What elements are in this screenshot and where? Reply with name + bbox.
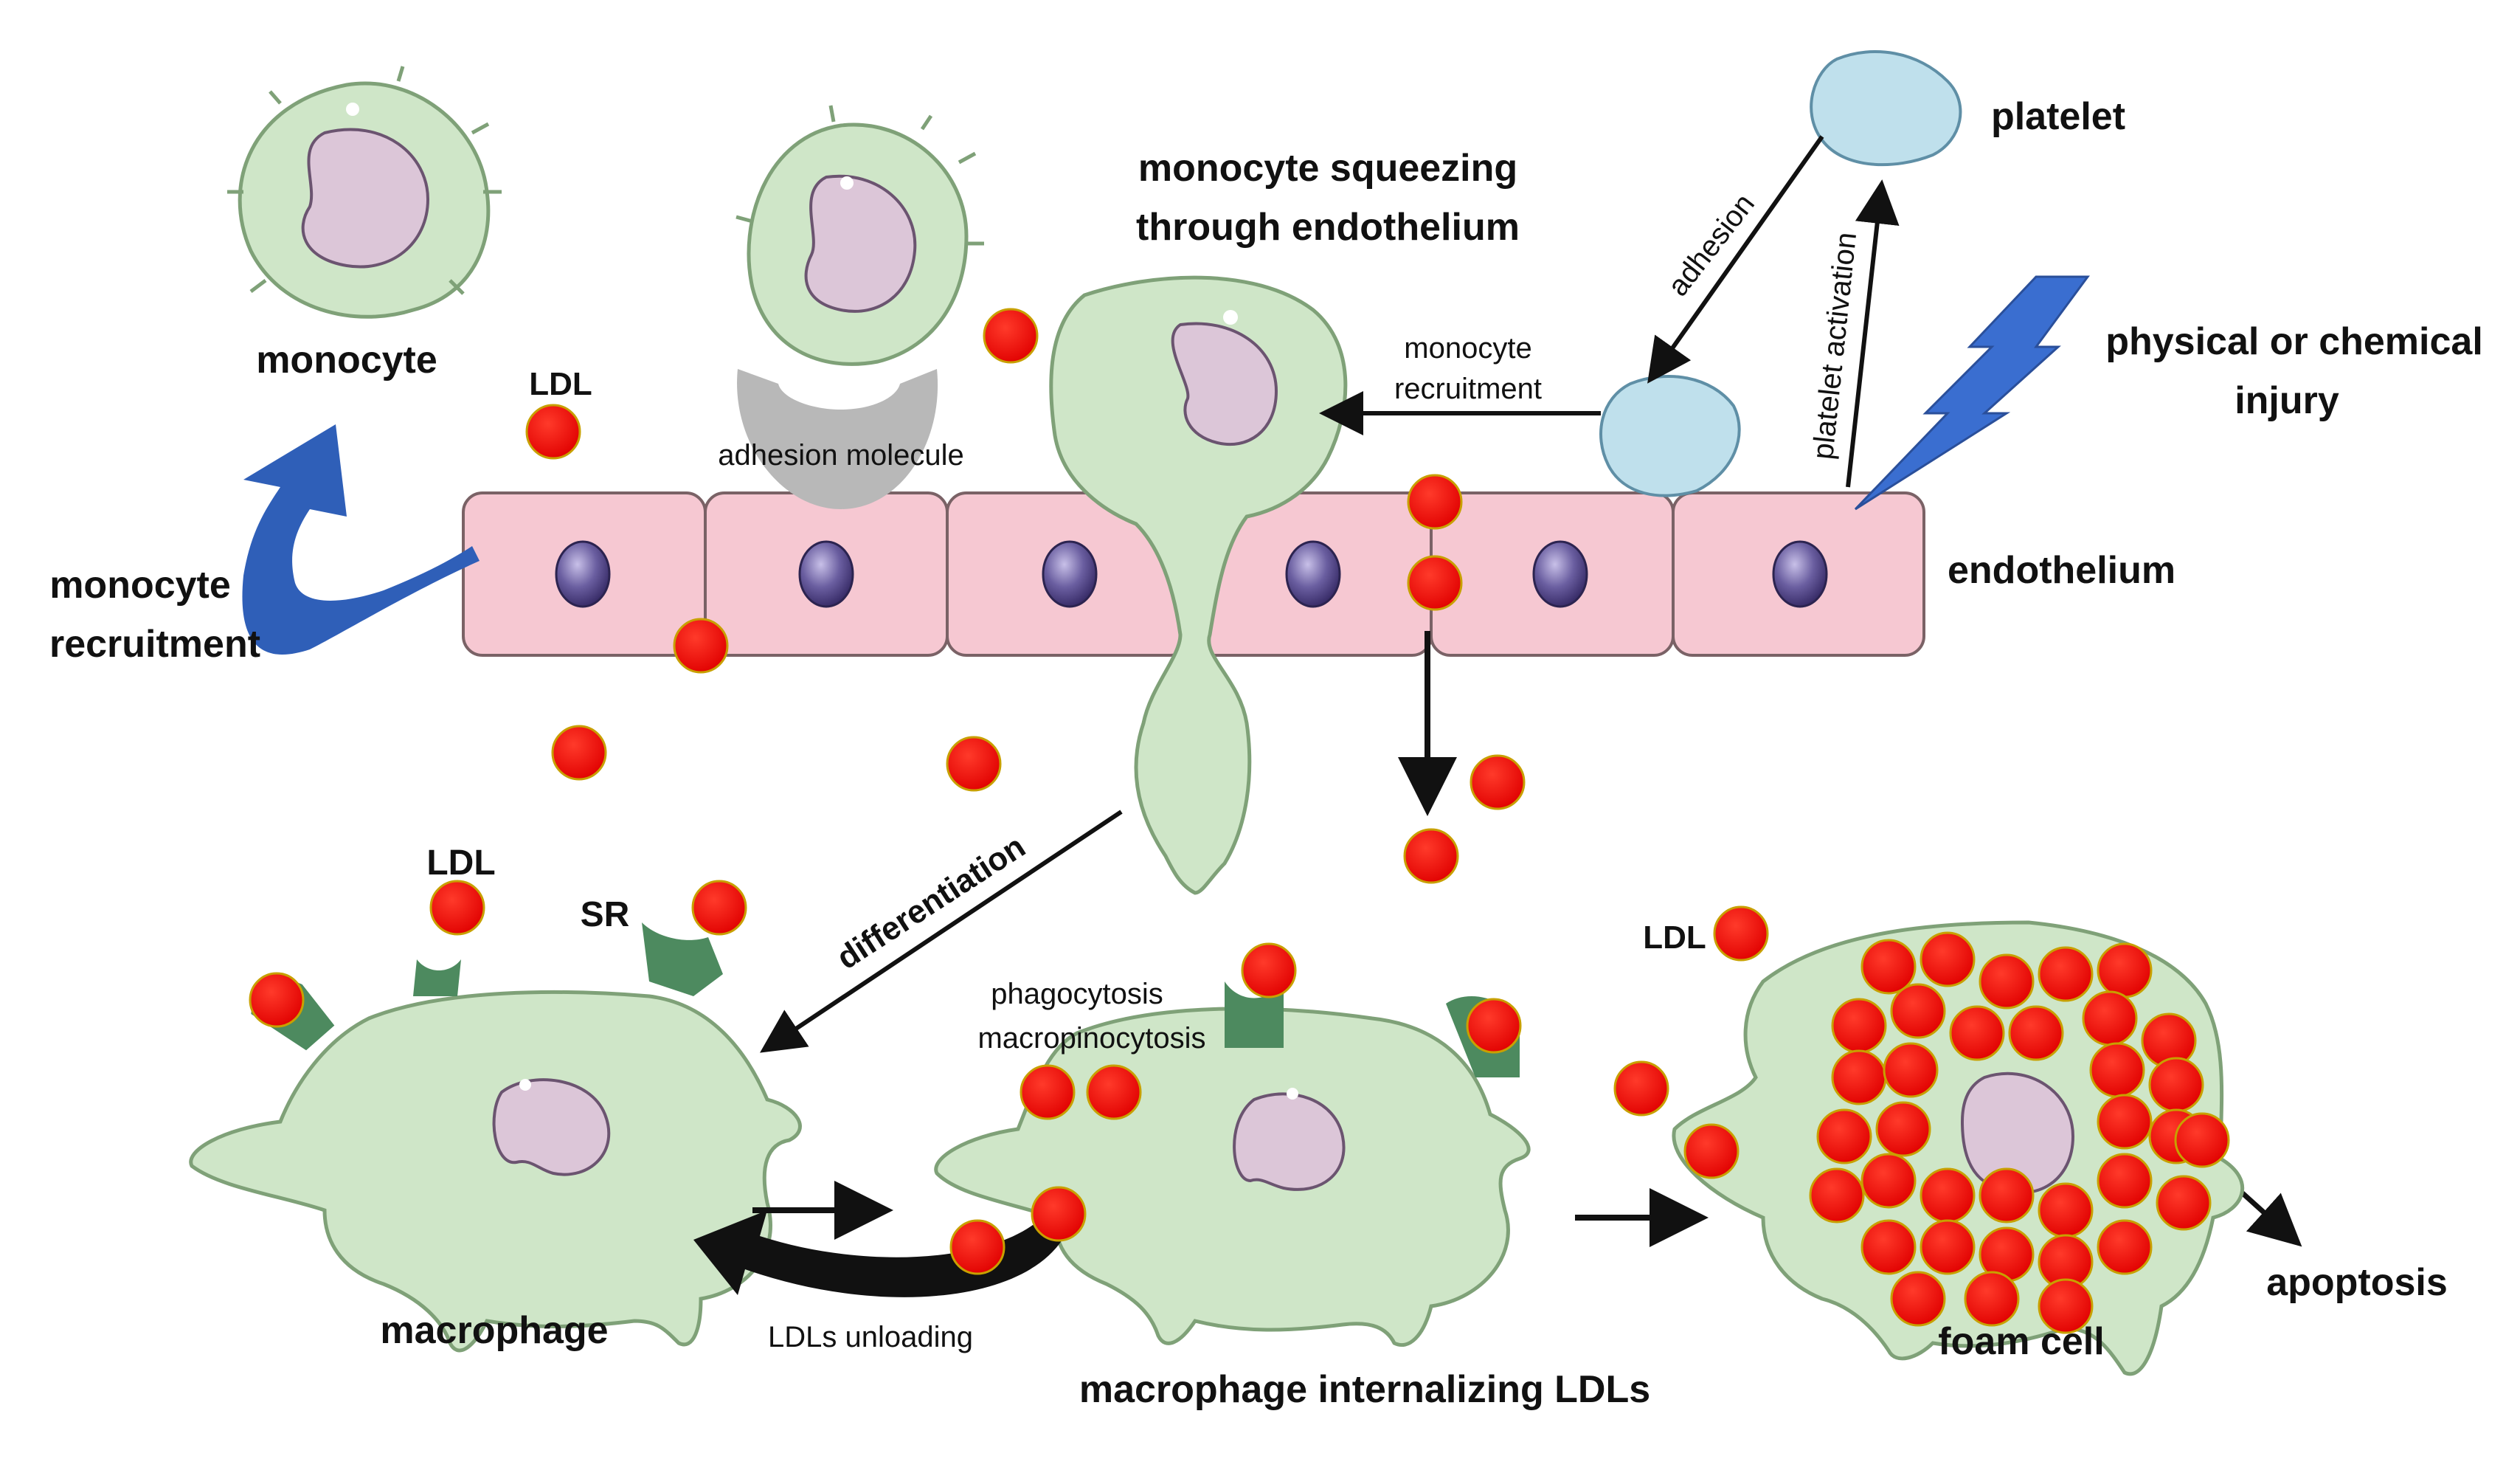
endothelial-cell: [946, 491, 1191, 657]
platelet-adhered: [1599, 375, 1741, 497]
ldl-particle: [2097, 1094, 2153, 1150]
ldl-particle: [1860, 939, 1917, 995]
label-differentiation: differentiation: [831, 828, 1032, 976]
platelet-free: [1810, 50, 1962, 167]
ldl-particle: [1920, 1219, 1976, 1275]
endothelial-cell: [462, 491, 707, 657]
ldl-particle: [2156, 1175, 2212, 1231]
ldl-particle: [2082, 990, 2138, 1046]
ldl-particle: [2174, 1112, 2230, 1168]
ldl-particle: [429, 880, 485, 936]
adhered-monocyte: [735, 105, 984, 366]
label-phagocytosis: phagocytosis: [991, 978, 1163, 1010]
ldls-unloading-arrow: [693, 1210, 1062, 1297]
ldl-particle: [2038, 946, 2094, 1002]
ldl-particle: [2008, 1005, 2064, 1061]
ldl-particle: [551, 725, 607, 781]
ldl-particle: [525, 404, 581, 460]
ldl-particle: [1979, 1167, 2035, 1224]
ldl-particle: [1713, 905, 1769, 962]
ldl-particle: [2097, 942, 2153, 998]
ldl-particle: [2097, 1219, 2153, 1275]
label-monocyte-recruitment-small-1: monocyte: [1404, 332, 1531, 365]
ldl-particle: [946, 736, 1002, 792]
label-monocyte-recruitment-small-2: recruitment: [1394, 373, 1542, 405]
ldl-particle: [1883, 1042, 1939, 1098]
label-ldl-macrophage: LDL: [426, 843, 495, 883]
ldl-particle: [1860, 1153, 1917, 1209]
ldl-particle: [1403, 828, 1459, 884]
label-sr: SR: [581, 895, 630, 934]
ldl-particle: [1809, 1167, 1865, 1224]
endothelium-layer: [462, 491, 1925, 657]
label-monocyte-recruitment-left-1: monocyte: [49, 564, 231, 607]
ldl-particle: [1020, 1064, 1076, 1120]
endothelial-cell: [1672, 491, 1925, 657]
endothelial-cell: [704, 491, 949, 657]
ldl-particle: [1407, 474, 1463, 530]
ldl-particle: [691, 880, 747, 936]
endothelial-cell: [1430, 491, 1675, 657]
ldl-particle: [1470, 754, 1526, 810]
ldl-particle: [2097, 1153, 2153, 1209]
ldl-particle: [1890, 983, 1946, 1039]
label-adhesion-molecule: adhesion molecule: [718, 439, 964, 472]
label-squeezing-2: through endothelium: [1136, 206, 1520, 249]
ldl-particle: [1683, 1123, 1740, 1179]
ldl-particle: [1949, 1005, 2005, 1061]
label-ldls-unloading: LDLs unloading: [768, 1321, 973, 1353]
free-ldl-group: [249, 308, 2230, 1275]
ldl-particle: [1890, 1271, 1946, 1327]
monocyte-cell: [227, 66, 502, 319]
ldl-particle: [2038, 1182, 2094, 1238]
ldl-particle: [1831, 1049, 1887, 1105]
label-endothelium: endothelium: [1948, 549, 2175, 592]
ldl-particle: [1875, 1101, 1931, 1157]
label-macrophage-internalizing: macrophage internalizing LDLs: [1079, 1368, 1650, 1411]
ldl-particle: [1466, 998, 1522, 1054]
label-macropinocytosis: macropinocytosis: [977, 1022, 1205, 1055]
ldl-particle: [249, 972, 305, 1028]
label-squeezing-1: monocyte squeezing: [1138, 147, 1517, 190]
ldl-particle: [2148, 1057, 2204, 1113]
ldl-particle: [1816, 1108, 1872, 1164]
label-ldl-foam: LDL: [1643, 919, 1706, 956]
ldl-particle: [1831, 998, 1887, 1054]
ldl-particle: [673, 618, 729, 674]
label-ldl-top: LDL: [529, 366, 592, 402]
label-injury-1: physical or chemical: [2105, 320, 2483, 363]
label-apoptosis: apoptosis: [2266, 1261, 2448, 1304]
label-injury-2: injury: [2235, 379, 2339, 422]
label-platelet: platelet: [1991, 95, 2125, 138]
adhesion-molecule: [737, 369, 938, 509]
label-macrophage: macrophage: [380, 1309, 608, 1352]
ldl-particle: [1407, 555, 1463, 611]
ldl-particle: [949, 1219, 1005, 1275]
ldl-particle: [2038, 1278, 2094, 1334]
foam-ldl-group: [1809, 931, 2212, 1334]
ldl-particle: [1920, 931, 1976, 987]
ldl-particle: [1920, 1167, 1976, 1224]
label-monocyte-recruitment-left-2: recruitment: [49, 623, 260, 666]
ldl-particle: [983, 308, 1039, 364]
ldl-particle: [2089, 1042, 2145, 1098]
monocyte-recruitment-arrow: [242, 424, 480, 655]
ldl-particle: [1860, 1219, 1917, 1275]
macrophage-cell: [189, 990, 802, 1353]
ldl-particle: [1979, 953, 2035, 1010]
label-monocyte: monocyte: [256, 339, 437, 382]
arrows-top: [760, 135, 1900, 1053]
ldl-particle: [1241, 942, 1297, 998]
injury-lightning-icon: [1854, 275, 2090, 511]
ldl-particle: [1086, 1064, 1142, 1120]
label-foam-cell: foam cell: [1938, 1320, 2104, 1363]
ldl-particle: [1613, 1060, 1669, 1117]
ldl-particle: [1031, 1186, 1087, 1242]
ldl-particle: [1964, 1271, 2020, 1327]
